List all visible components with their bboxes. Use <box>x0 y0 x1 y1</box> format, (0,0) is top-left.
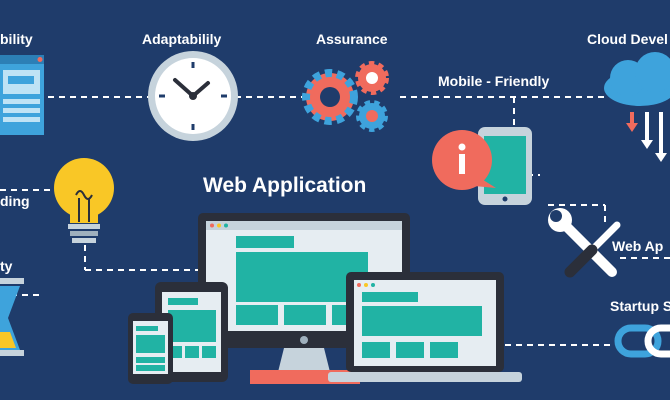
label-security: ty <box>0 258 13 274</box>
hourglass-icon <box>0 278 24 356</box>
label-branding: ding <box>0 193 30 209</box>
label-startup: Startup S <box>610 298 670 314</box>
lightbulb-icon <box>54 158 114 243</box>
chain-link-icon <box>614 324 670 358</box>
tools-icon <box>548 208 621 278</box>
label-cloud: Cloud Devel <box>587 31 668 47</box>
label-assurance: Assurance <box>316 31 388 47</box>
label-web-app: Web Ap <box>612 238 664 254</box>
page-title: Web Application <box>203 174 367 197</box>
label-ability: bility <box>0 31 33 47</box>
label-adaptability: Adaptabilily <box>142 31 222 47</box>
browser-window-icon <box>0 55 44 135</box>
label-mobile-friendly: Mobile - Friendly <box>438 73 550 89</box>
cloud-icon <box>604 52 670 162</box>
gears-icon <box>302 61 389 132</box>
info-bubble-icon <box>432 130 496 190</box>
clock-icon <box>148 51 238 141</box>
laptop-device <box>328 272 522 382</box>
phone-device <box>128 313 173 384</box>
